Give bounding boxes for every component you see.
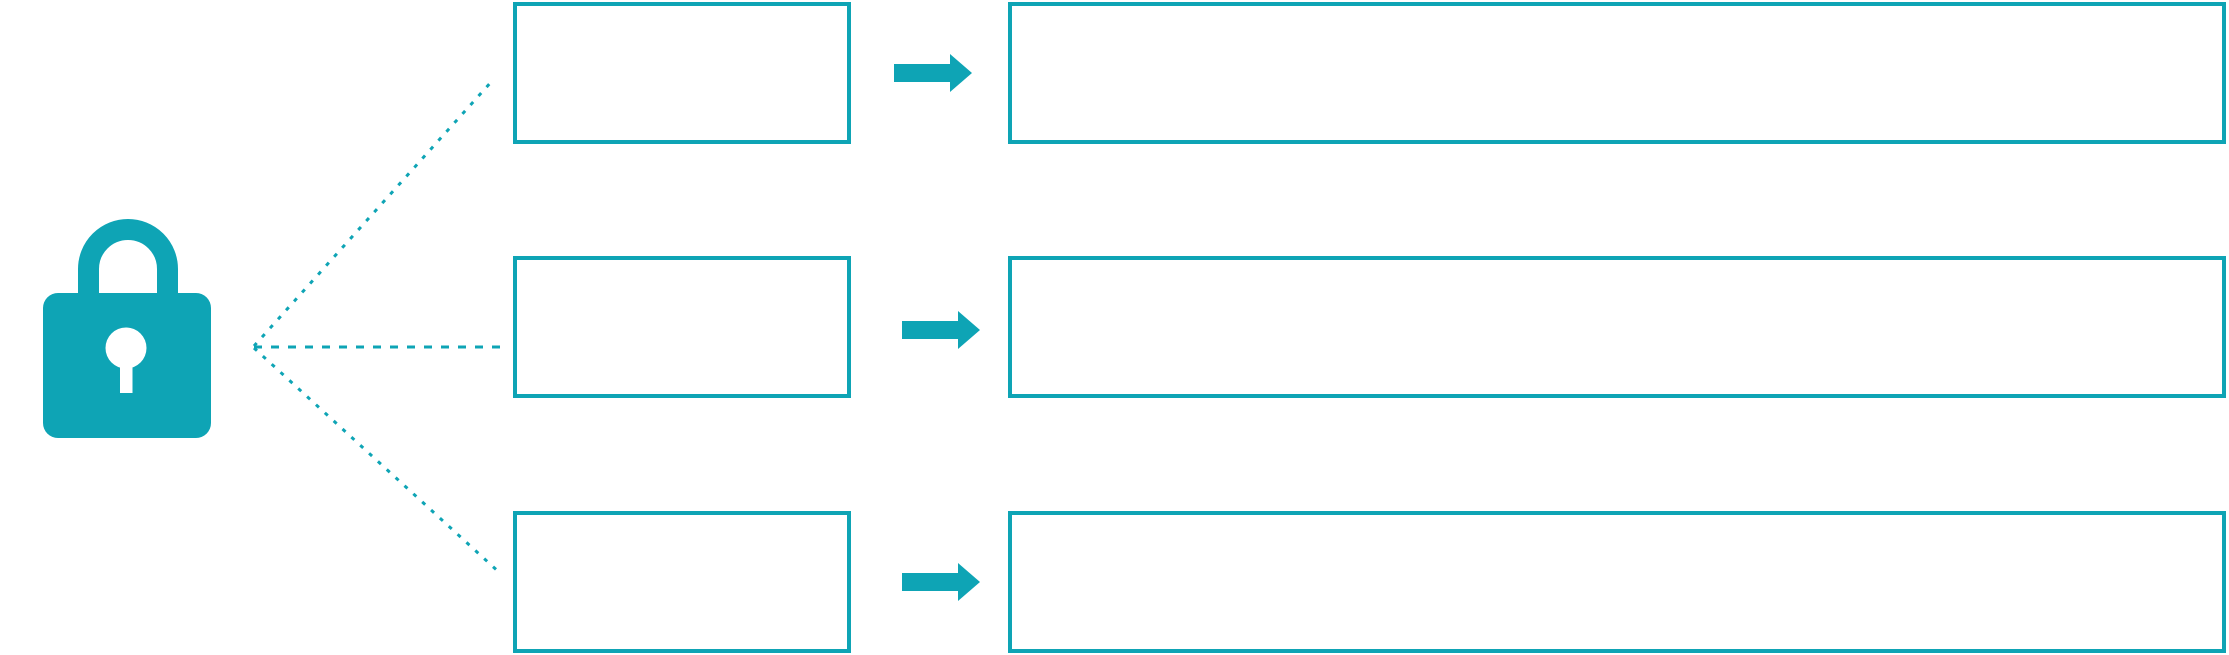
description-box-1 (1008, 2, 2226, 144)
arrow-right-icon (894, 54, 972, 92)
arrow-right-icon (902, 311, 980, 349)
term-box-2 (513, 256, 851, 398)
term-box-1-text (517, 6, 847, 22)
term-box-3-text (517, 515, 847, 531)
term-box-1 (513, 2, 851, 144)
arrow-right-icon (902, 563, 980, 601)
description-box-3 (1008, 511, 2226, 653)
lock-icon (43, 219, 211, 438)
dotted-connector-top (252, 79, 494, 348)
description-box-2 (1008, 256, 2226, 398)
description-box-1-text (1012, 6, 2222, 22)
term-box-2-text (517, 260, 847, 276)
description-box-2-text (1012, 260, 2222, 276)
lock-shackle (78, 219, 178, 301)
description-box-3-text (1012, 515, 2222, 531)
term-box-3 (513, 511, 851, 653)
dotted-connector-bottom (252, 346, 503, 576)
lock-keyhole-stem (120, 348, 133, 393)
